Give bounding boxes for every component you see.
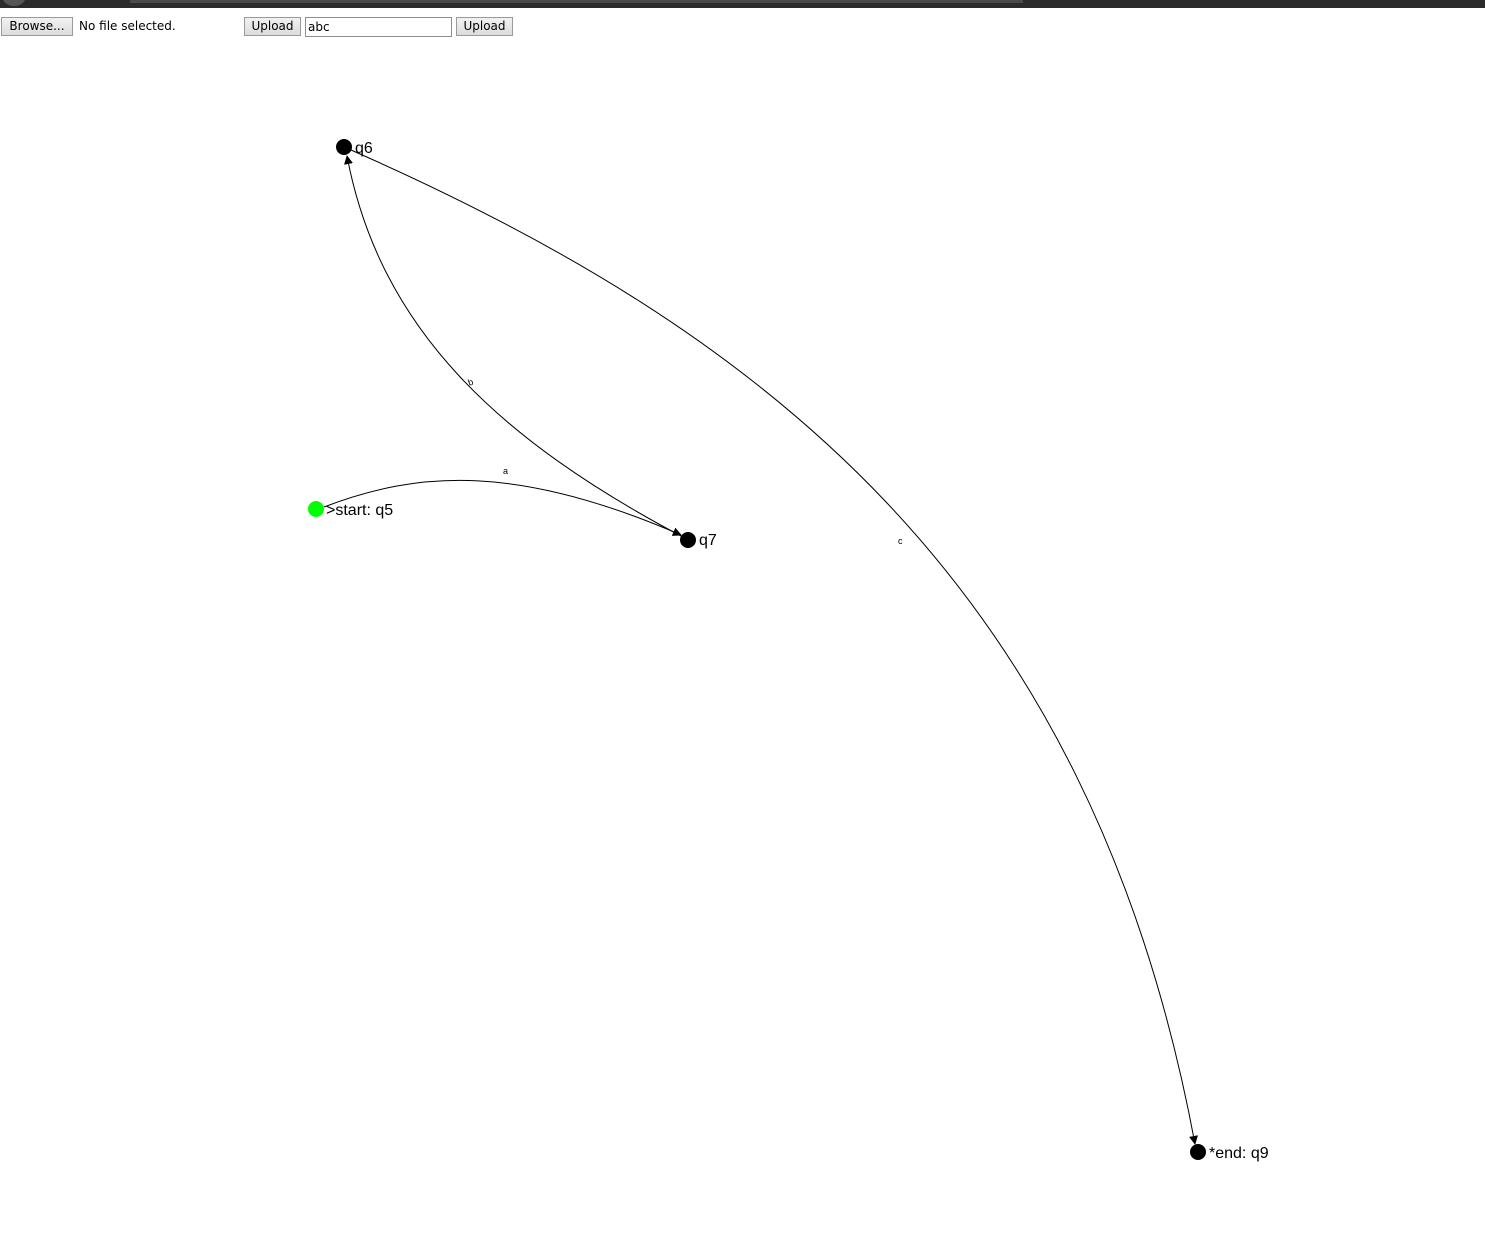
state-node-q7[interactable] [680, 532, 696, 548]
upload-file-button[interactable]: Upload [244, 17, 301, 36]
browse-button[interactable]: Browse... [1, 17, 73, 36]
state-node-q9[interactable] [1190, 1144, 1206, 1160]
transition-edge-q5-q7 [323, 479, 682, 536]
transition-label-c: c [898, 536, 903, 546]
state-label-q5: >start: q5 [326, 502, 393, 519]
state-node-q5[interactable] [308, 501, 324, 517]
upload-string-button[interactable]: Upload [456, 17, 513, 36]
file-status-text: No file selected. [79, 19, 176, 33]
browser-top-bar [0, 0, 1485, 8]
state-node-q6[interactable] [336, 139, 352, 155]
transition-edge-q6-q9 [350, 149, 1198, 1145]
upload-toolbar: Browse... No file selected. Upload Uploa… [0, 17, 1485, 39]
state-label-q7: q7 [699, 532, 717, 549]
browser-button-icon[interactable] [2, 0, 26, 6]
address-bar[interactable] [130, 0, 1023, 3]
transition-edge-q7-q6 [344, 155, 682, 537]
state-label-q9: *end: q9 [1209, 1145, 1269, 1162]
state-label-q6: q6 [355, 140, 373, 157]
transition-label-a: a [503, 466, 508, 476]
transition-label-b: b [466, 377, 474, 388]
input-string-field[interactable] [305, 17, 452, 37]
